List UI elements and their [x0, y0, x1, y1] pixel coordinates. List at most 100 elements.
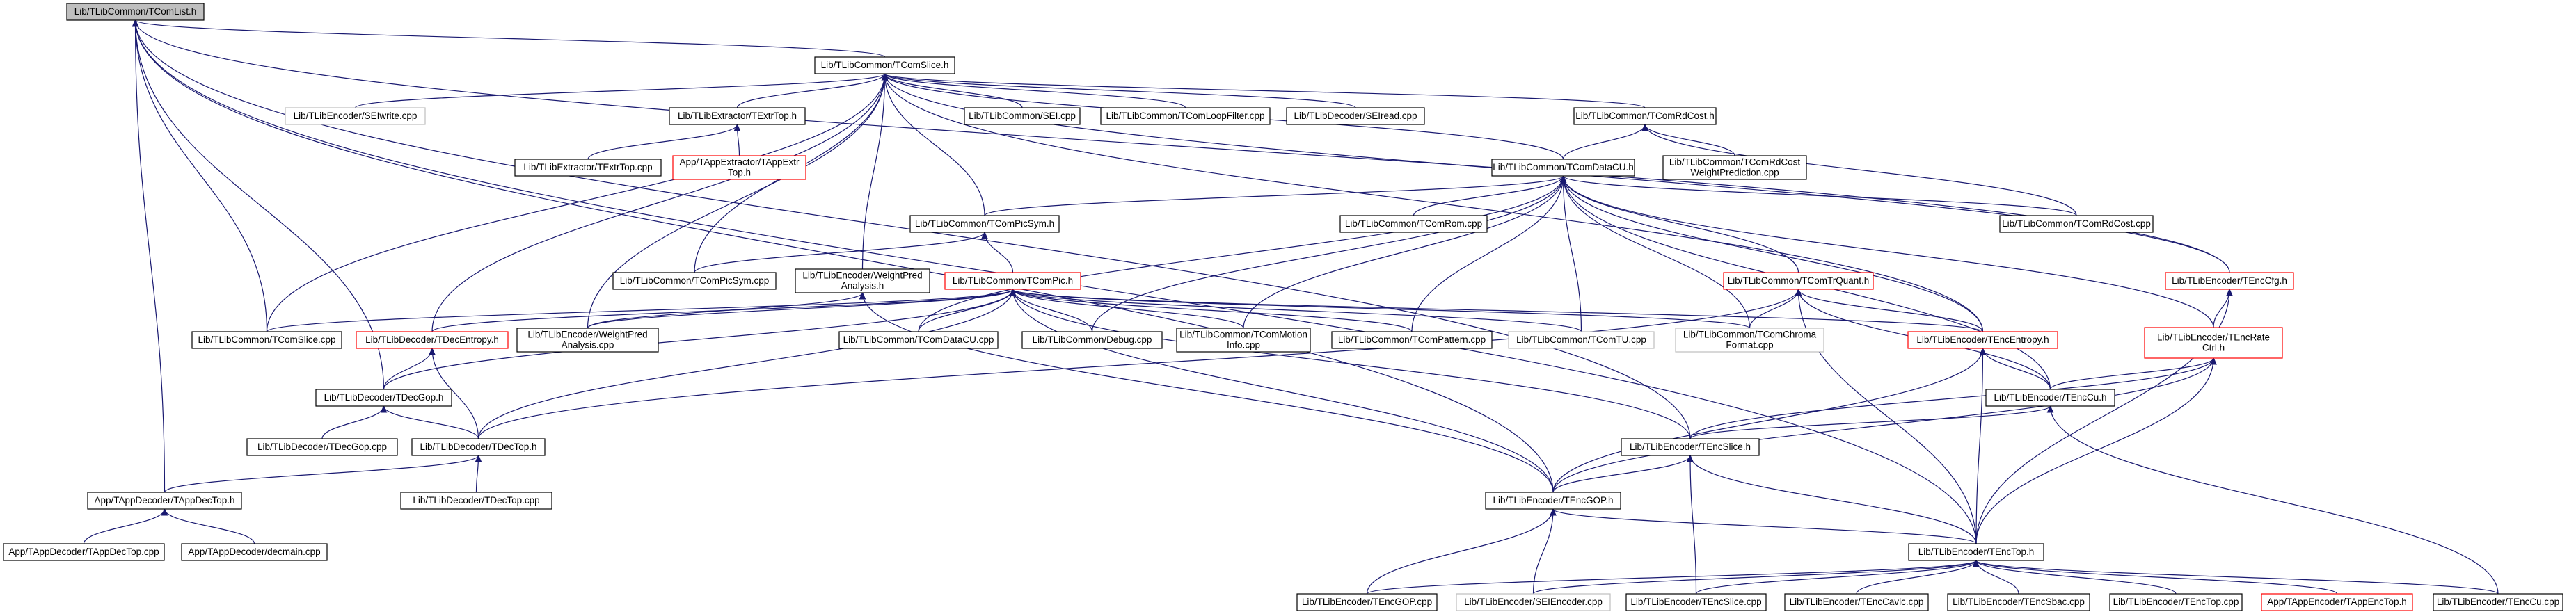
- node-rdcost-h[interactable]: Lib/TLibCommon/TComRdCost.h: [1573, 107, 1717, 125]
- edge-rdcost_cpp-to-rdcost_h: [1644, 124, 2077, 216]
- node-encentropy-h[interactable]: Lib/TLibEncoder/TEncEntropy.h: [1907, 331, 2058, 349]
- node-box: [1662, 155, 1807, 180]
- arrowhead-encentropy_h-to-comslice_h: [881, 72, 889, 81]
- node-debug-cpp[interactable]: Lib/TLibCommon/Debug.cpp: [1021, 331, 1163, 349]
- node-box: [1999, 215, 2154, 233]
- node-label: WeightPrediction.cpp: [1690, 168, 1779, 178]
- node-label: Lib/TLibEncoder/WeightPred: [802, 270, 922, 281]
- edge-picsym_cpp-to-picsym_h: [694, 232, 985, 273]
- node-enctop-cpp[interactable]: Lib/TLibEncoder/TEncTop.cpp: [2109, 593, 2243, 611]
- node-label: Lib/TLibCommon/TComList.h: [74, 6, 197, 17]
- node-label: Lib/TLibEncoder/TEncTop.h: [1918, 547, 2035, 557]
- node-picsym-cpp[interactable]: Lib/TLibCommon/TComPicSym.cpp: [612, 272, 777, 290]
- node-seiread[interactable]: Lib/TLibDecoder/SEIread.cpp: [1286, 107, 1425, 125]
- arrowhead-dectop_h-to-trquant_h: [1795, 288, 1802, 296]
- node-dectop-h[interactable]: Lib/TLibDecoder/TDecTop.h: [411, 438, 546, 456]
- node-rdcost-cpp[interactable]: Lib/TLibCommon/TComRdCost.cpp: [1999, 215, 2154, 233]
- node-label: Lib/TLibDecoder/TDecGop.h: [324, 392, 444, 403]
- edge-decgop_cpp-to-decgop_h: [321, 405, 385, 439]
- edge-rdcost_cpp-to-datacu_h: [1562, 175, 2077, 216]
- node-box: [516, 328, 659, 353]
- edge-rdcost_h-to-comslice_h: [884, 73, 1646, 108]
- edge-decgop_h-to-compic_h: [383, 289, 1014, 390]
- node-loopfilter[interactable]: Lib/TLibCommon/TComLoopFilter.cpp: [1100, 107, 1271, 125]
- node-box: [964, 107, 1081, 125]
- node-encslice-h[interactable]: Lib/TLibEncoder/TEncSlice.h: [1621, 438, 1760, 456]
- node-comslice-cpp[interactable]: Lib/TLibCommon/TComSlice.cpp: [191, 331, 342, 349]
- arrowhead-enccu_cpp-to-enctop_h: [1973, 559, 1980, 567]
- edge-debug_cpp-to-datacu_h: [1091, 175, 1564, 332]
- node-appenctop[interactable]: App/TAppEncoder/TAppEncTop.h: [2261, 593, 2413, 611]
- node-box: [1491, 159, 1635, 177]
- node-enccu-cpp[interactable]: Lib/TLibEncoder/TEncCu.cpp: [2433, 593, 2563, 611]
- node-compic-h[interactable]: Lib/TLibCommon/TComPic.h: [944, 272, 1081, 290]
- node-label: Lib/TLibCommon/TComMotion: [1179, 330, 1307, 340]
- edge-encslice_cpp-to-encslice_h: [1689, 455, 1697, 595]
- node-encslice-cpp[interactable]: Lib/TLibEncoder/TEncSlice.cpp: [1625, 593, 1767, 611]
- node-datacu-cpp[interactable]: Lib/TLibCommon/TComDataCU.cpp: [838, 331, 999, 349]
- node-extrtop-cpp[interactable]: Lib/TLibExtractor/TExtrTop.cpp: [514, 159, 662, 177]
- node-extrtop-h[interactable]: Lib/TLibExtractor/TExtrTop.h: [669, 107, 806, 125]
- node-rom-cpp[interactable]: Lib/TLibCommon/TComRom.cpp: [1339, 215, 1488, 233]
- node-label: Lib/TLibCommon/TComPattern.cpp: [1338, 334, 1486, 345]
- node-enccu-h[interactable]: Lib/TLibEncoder/TEncCu.h: [1985, 389, 2115, 407]
- node-picsym-h[interactable]: Lib/TLibCommon/TComPicSym.h: [909, 215, 1060, 233]
- edge-rom_cpp-to-datacu_h: [1413, 175, 1564, 216]
- node-seiwrite[interactable]: Lib/TLibEncoder/SEIwrite.cpp: [285, 107, 426, 125]
- node-trquant-h[interactable]: Lib/TLibCommon/TComTrQuant.h: [1723, 272, 1874, 290]
- node-encgop-h[interactable]: Lib/TLibEncoder/TEncGOP.h: [1485, 492, 1621, 510]
- node-box: [795, 268, 930, 293]
- node-label: Lib/TLibEncoder/TEncRate: [2157, 332, 2270, 343]
- node-enccavlc[interactable]: Lib/TLibEncoder/TEncCavlc.cpp: [1784, 593, 1929, 611]
- node-appdectop-h[interactable]: App/TAppDecoder/TAppDecTop.h: [87, 492, 242, 510]
- arrowhead-enctop_h-to-encratectrl: [2210, 357, 2217, 365]
- node-encgop-cpp[interactable]: Lib/TLibEncoder/TEncGOP.cpp: [1296, 593, 1438, 611]
- node-box: [1339, 215, 1488, 233]
- node-appdectop-cpp[interactable]: App/TAppDecoder/TAppDecTop.cpp: [3, 543, 165, 561]
- node-encsbac[interactable]: Lib/TLibEncoder/TEncSbac.cpp: [1947, 593, 2090, 611]
- edge-seiread-to-comslice_h: [884, 73, 1356, 108]
- node-label: Lib/TLibCommon/TComRdCost.h: [1575, 111, 1715, 121]
- node-box: [1908, 543, 2044, 561]
- edge-extrtop_cpp-to-extrtop_h: [587, 124, 738, 160]
- node-label: Lib/TLibEncoder/TEncTop.cpp: [2113, 597, 2239, 607]
- edge-decentropy_h-to-compic_h: [431, 289, 1014, 332]
- node-label: Lib/TLibCommon/TComDataCU.h: [1493, 162, 1634, 172]
- arrowhead-encratectrl-to-datacu_h: [1559, 175, 1567, 183]
- node-rdcostwp[interactable]: Lib/TLibCommon/TComRdCostWeightPredictio…: [1662, 155, 1807, 180]
- node-decmain[interactable]: App/TAppDecoder/decmain.cpp: [181, 543, 328, 561]
- node-label: Lib/TLibCommon/Debug.cpp: [1033, 334, 1152, 345]
- node-sei-cpp[interactable]: Lib/TLibCommon/SEI.cpp: [964, 107, 1081, 125]
- edge-datacu_h-to-rdcost_h: [1562, 124, 1646, 160]
- node-enctop-h[interactable]: Lib/TLibEncoder/TEncTop.h: [1908, 543, 2044, 561]
- node-decgop-h[interactable]: Lib/TLibDecoder/TDecGop.h: [315, 389, 452, 407]
- arrowhead-compic_h-to-picsym_h: [981, 231, 988, 239]
- node-box: [285, 107, 426, 125]
- node-enccfg-h[interactable]: Lib/TLibEncoder/TEncCfg.h: [2165, 272, 2294, 290]
- node-datacu-h[interactable]: Lib/TLibCommon/TComDataCU.h: [1491, 159, 1635, 177]
- node-decentropy-h[interactable]: Lib/TLibDecoder/TDecEntropy.h: [356, 331, 509, 349]
- node-pattern-cpp[interactable]: Lib/TLibCommon/TComPattern.cpp: [1331, 331, 1493, 349]
- node-box: [1456, 593, 1611, 611]
- node-dectop-cpp[interactable]: Lib/TLibDecoder/TDecTop.cpp: [400, 492, 552, 510]
- node-label: Top.h: [728, 168, 751, 178]
- edge-encgop_cpp-to-enctop_h: [1366, 560, 1977, 595]
- edge-encslice_h-to-encratectrl: [1689, 357, 2214, 439]
- node-box: [1176, 328, 1311, 353]
- node-label: Format.cpp: [1726, 340, 1773, 350]
- node-comlist[interactable]: Lib/TLibCommon/TComList.h: [66, 3, 205, 21]
- edge-encgop_h-to-comlist: [134, 19, 1554, 493]
- node-label: Lib/TLibEncoder/TEncSbac.cpp: [1953, 597, 2085, 607]
- node-comslice-h[interactable]: Lib/TLibCommon/TComSlice.h: [814, 56, 955, 74]
- node-decgop-cpp[interactable]: Lib/TLibDecoder/TDecGop.cpp: [246, 438, 398, 456]
- node-comtu-cpp[interactable]: Lib/TLibCommon/TComTU.cpp: [1508, 331, 1655, 349]
- edge-encgop_h-to-encratectrl: [1552, 357, 2214, 493]
- node-box: [191, 331, 342, 349]
- node-seiencoder[interactable]: Lib/TLibEncoder/SEIEncoder.cpp: [1456, 593, 1611, 611]
